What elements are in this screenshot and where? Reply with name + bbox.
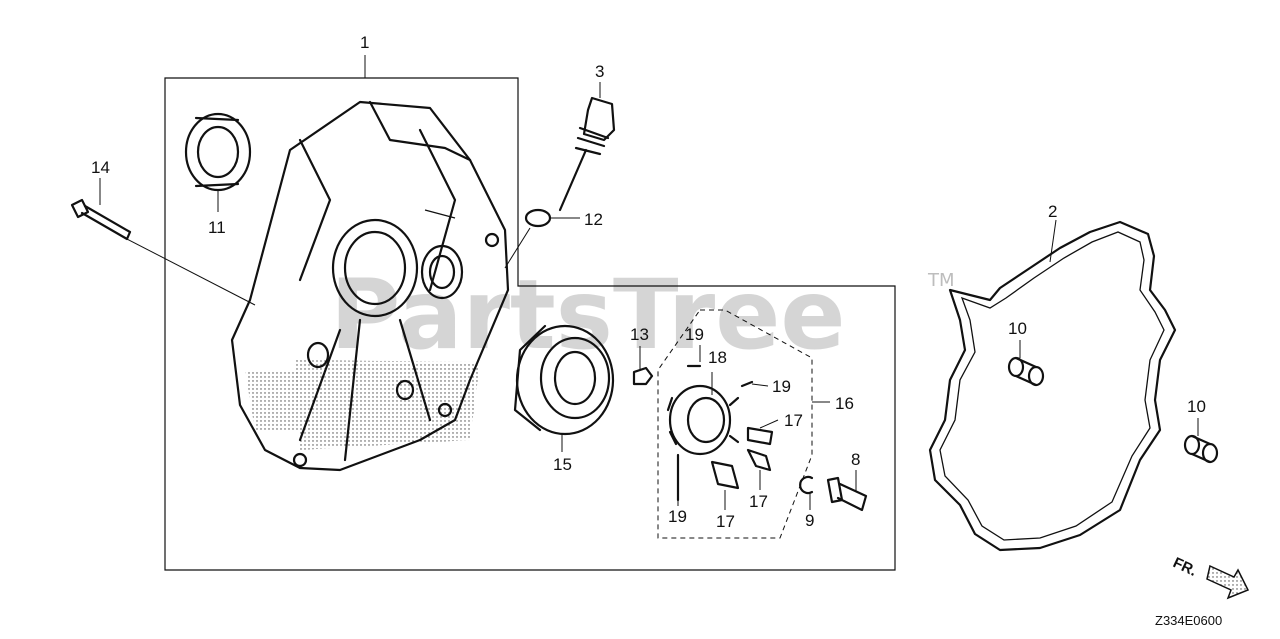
bolt-8 xyxy=(826,476,868,512)
callout-19-bottom: 19 xyxy=(668,507,687,526)
o-ring xyxy=(524,208,552,228)
callout-19-right: 19 xyxy=(772,377,791,396)
callout-17-middle: 17 xyxy=(749,492,768,511)
callout-17-right: 17 xyxy=(784,411,803,430)
oil-filler-cap xyxy=(558,96,616,212)
callout-1: 1 xyxy=(360,33,369,52)
callout-10-left: 10 xyxy=(1008,319,1027,338)
clip xyxy=(799,475,814,495)
flange-bolt xyxy=(70,198,132,241)
front-arrow-icon xyxy=(1206,564,1250,600)
case-cover xyxy=(230,100,510,472)
callout-8: 8 xyxy=(851,450,860,469)
governor-gear xyxy=(666,384,740,456)
callout-15: 15 xyxy=(553,455,572,474)
gasket-inner xyxy=(939,231,1165,541)
callout-3: 3 xyxy=(595,62,604,81)
oil-seal xyxy=(184,112,252,192)
dowel-pin-a xyxy=(1007,356,1045,387)
dowel-pin-b xyxy=(1183,434,1219,464)
front-label: FR. xyxy=(1170,554,1199,580)
watermark: PartsTree TM xyxy=(330,259,955,371)
callout-17-bottom: 17 xyxy=(716,512,735,531)
callout-13: 13 xyxy=(630,325,649,344)
callouts: 1 3 14 11 12 13 15 19 18 19 16 17 17 17 … xyxy=(91,33,1206,531)
callout-12: 12 xyxy=(584,210,603,229)
nut xyxy=(632,366,654,386)
callout-2: 2 xyxy=(1048,202,1057,221)
drawing-code: Z334E0600 xyxy=(1155,613,1222,628)
pin-upper xyxy=(740,380,754,388)
governor-weight-1 xyxy=(746,426,774,446)
callout-19-top: 19 xyxy=(685,325,704,344)
front-direction-indicator: FR. xyxy=(1170,554,1250,600)
callout-11: 11 xyxy=(208,218,226,237)
callout-18: 18 xyxy=(708,348,727,367)
governor-weight-2 xyxy=(746,448,772,472)
ball-bearing xyxy=(513,324,615,436)
gasket xyxy=(928,220,1177,552)
callout-9: 9 xyxy=(805,511,814,530)
callout-14: 14 xyxy=(91,158,110,177)
governor-holder xyxy=(710,460,740,490)
callout-16: 16 xyxy=(835,394,854,413)
assembly-box-1 xyxy=(164,77,896,571)
watermark-text: PartsTree xyxy=(330,259,845,371)
leader-lines xyxy=(99,55,1199,510)
callout-10-right: 10 xyxy=(1187,397,1206,416)
watermark-trademark: TM xyxy=(927,270,955,291)
assembly-box-16 xyxy=(657,309,813,539)
